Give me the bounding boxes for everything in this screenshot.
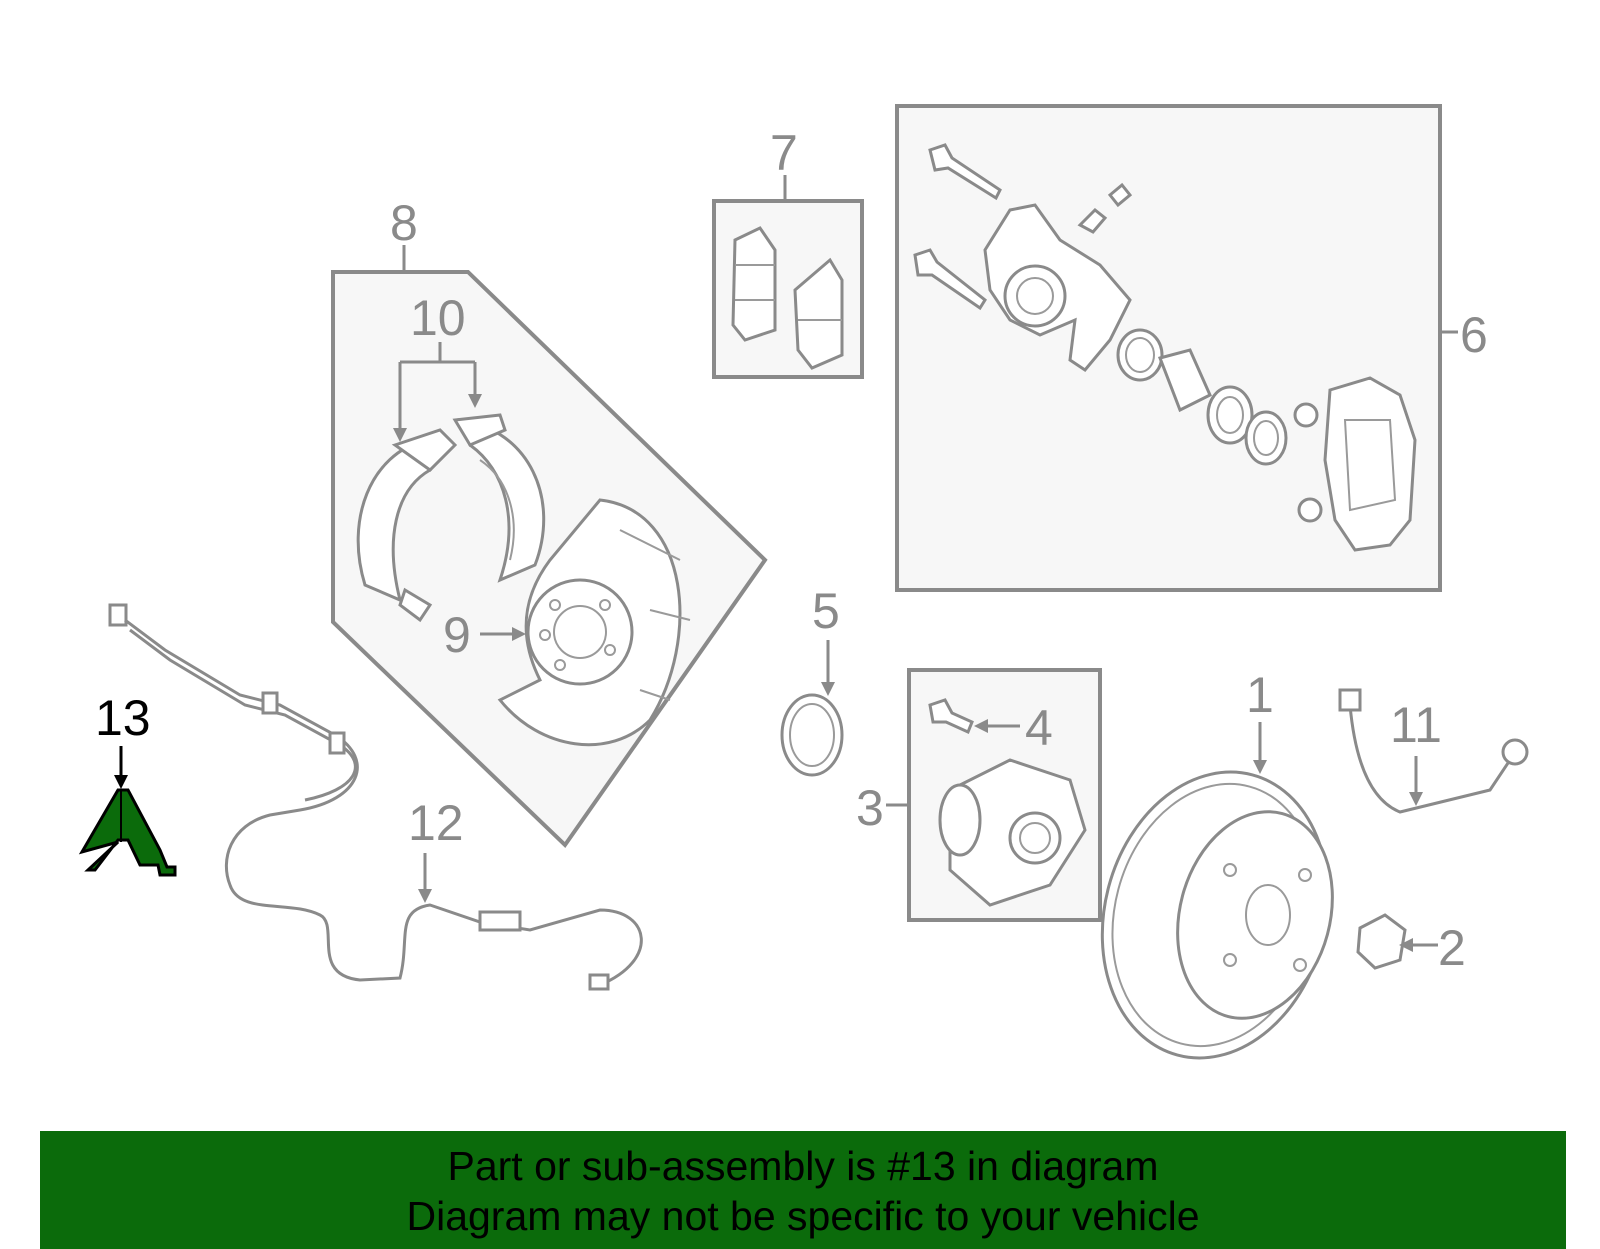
plug-part[interactable]: 2 <box>1356 913 1466 976</box>
seal-ring-part[interactable]: 5 <box>780 583 844 777</box>
callout-11: 11 <box>1390 697 1442 753</box>
callout-4: 4 <box>1025 700 1053 756</box>
callout-1: 1 <box>1246 667 1274 723</box>
parking-brake-assembly-group[interactable]: 8 10 9 <box>331 195 768 849</box>
brake-shoes-icon <box>356 413 546 623</box>
callout-2: 2 <box>1438 920 1466 976</box>
wheel-hub-icon <box>928 698 1087 907</box>
brake-rotor-part[interactable]: 1 <box>1071 667 1359 1084</box>
callout-5: 5 <box>812 583 840 639</box>
banner-line-2: Diagram may not be specific to your vehi… <box>406 1193 1200 1239</box>
callout-9: 9 <box>443 607 471 663</box>
callout-7: 7 <box>770 125 798 181</box>
callout-8: 8 <box>390 195 418 251</box>
callout-10: 10 <box>410 290 466 346</box>
callout-3: 3 <box>856 780 884 836</box>
brake-pads-group[interactable]: 7 <box>712 125 864 379</box>
bracket-icon <box>78 788 177 877</box>
hub-assembly-group[interactable]: 3 4 <box>856 668 1102 922</box>
backing-plate-icon <box>497 498 691 747</box>
highlighted-bracket-part-13[interactable]: 13 <box>78 690 177 877</box>
caliper-icon <box>913 143 1417 552</box>
caliper-assembly-group[interactable]: 6 <box>895 104 1488 592</box>
brake-hose-part[interactable]: 11 <box>1338 688 1529 814</box>
callout-6: 6 <box>1460 307 1488 363</box>
brake-pad-icon <box>731 226 844 370</box>
banner-line-1: Part or sub-assembly is #13 in diagram <box>447 1143 1159 1189</box>
info-banner: Part or sub-assembly is #13 in diagram D… <box>40 1131 1566 1249</box>
callout-12: 12 <box>408 795 464 851</box>
callout-13: 13 <box>95 690 151 746</box>
abs-sensor-wire-part[interactable]: 12 <box>108 603 643 991</box>
